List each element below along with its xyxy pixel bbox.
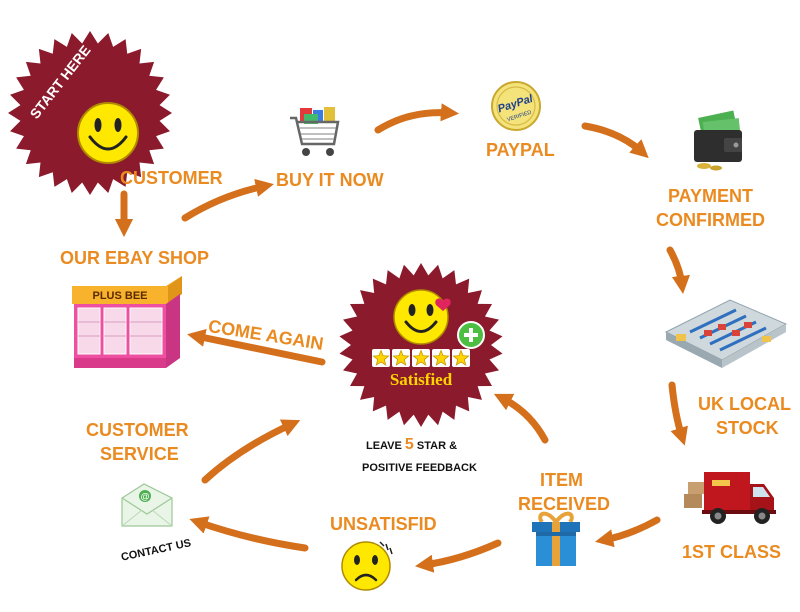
gift-box-icon — [528, 508, 584, 570]
uk-local-stock-label-line2: STOCK — [716, 418, 779, 438]
feedback-number: 5 — [404, 436, 414, 453]
payment-confirmed-label-line2: CONFIRMED — [656, 210, 765, 230]
leave-feedback-line2: POSITIVE FEEDBACK — [362, 462, 477, 474]
sad-face-icon — [338, 538, 394, 594]
arrow-van-to-gift — [595, 516, 661, 548]
shop-sign-text: PLUS BEE — [92, 290, 147, 302]
arrow-payment-to-stock — [666, 246, 690, 295]
star-icon — [412, 349, 430, 366]
arrow-shop-to-buy — [181, 178, 274, 222]
customer-service-label-line1: CUSTOMER — [86, 420, 189, 440]
uk-local-stock-label-line1: UK LOCAL — [698, 394, 791, 414]
star-icon — [432, 349, 450, 366]
center-seal-shape — [339, 263, 503, 427]
arrow-unsatisfied-to-contact — [189, 516, 309, 552]
wallet-icon — [690, 110, 750, 172]
warehouse-icon — [660, 280, 792, 372]
customer-service-label-line2: SERVICE — [100, 444, 179, 464]
arrow-center-to-shop — [187, 328, 326, 366]
our-ebay-shop-label[interactable]: OUR EBAY SHOP — [60, 248, 210, 268]
feedback-suffix: STAR & — [416, 440, 458, 452]
buy-it-now-label[interactable]: BUY IT NOW — [276, 170, 384, 190]
smiley-icon — [77, 102, 139, 164]
delivery-van-icon — [680, 462, 780, 528]
item-received-label-line1: ITEM — [540, 470, 583, 490]
unsatisfied-label: UNSATISFID — [330, 514, 437, 534]
start-here-seal[interactable]: START HERE — [0, 30, 180, 196]
arrow-item-to-center — [493, 393, 549, 444]
shop-front-icon: PLUS BEE — [70, 272, 188, 372]
leave-feedback-line1: LEAVE 5 STAR & — [366, 436, 457, 454]
five-star-rating — [372, 349, 470, 367]
satisfied-seal: Satisfied — [336, 262, 506, 428]
customer-label: CUSTOMER — [120, 168, 223, 188]
arrow-buy-to-paypal — [374, 103, 460, 134]
arrow-gift-to-unsatisfied — [414, 539, 502, 573]
star-icon — [392, 349, 410, 366]
feedback-prefix: LEAVE — [366, 440, 402, 452]
star-icon — [372, 349, 390, 366]
arrow-stock-to-ukstock — [668, 381, 688, 446]
paypal-verified-badge-icon: PayPal VERIFIED — [490, 80, 542, 132]
happy-face-icon — [393, 289, 451, 345]
envelope-icon: @ — [118, 480, 176, 530]
arrow-paypal-to-payment — [581, 122, 649, 159]
heart-icon — [435, 298, 451, 311]
payment-confirmed-label-line1: PAYMENT — [668, 186, 754, 206]
plus-badge-icon — [457, 321, 485, 349]
satisfied-text: Satisfied — [390, 370, 453, 389]
first-class-label: 1ST CLASS — [682, 542, 782, 562]
paypal-label: PAYPAL — [486, 140, 555, 160]
star-icon — [452, 349, 470, 366]
shopping-cart-icon[interactable] — [286, 104, 342, 162]
svg-text:@: @ — [141, 492, 150, 502]
arrow-contact-to-center — [201, 419, 301, 484]
item-received-label-line2: RECEIVED — [518, 494, 611, 514]
